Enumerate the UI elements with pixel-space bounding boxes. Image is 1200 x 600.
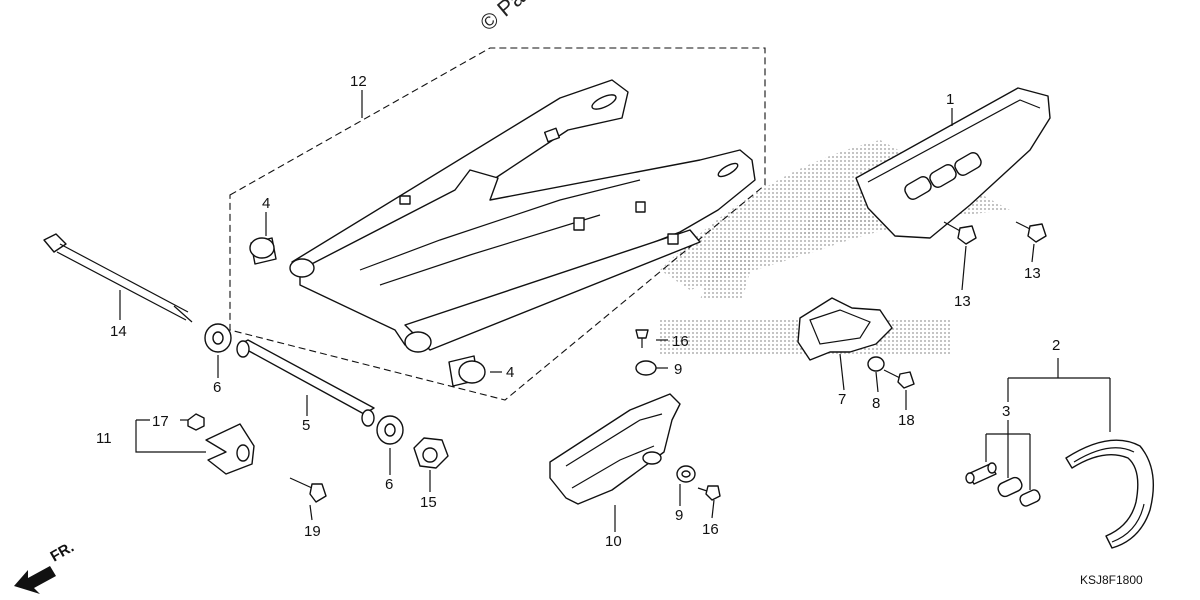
leader-lines	[119, 90, 1111, 532]
slider-washer-upper	[635, 360, 657, 376]
master-link-plate	[965, 462, 997, 485]
flange-bolt-19	[289, 477, 327, 503]
guide-collar	[867, 356, 885, 372]
chain-slider	[549, 393, 681, 505]
callout-9-upper: 9	[674, 361, 682, 378]
callout-9-lower: 9	[675, 507, 683, 524]
swingarm	[289, 79, 756, 353]
callout-8: 8	[872, 395, 880, 412]
pivot-nut	[413, 437, 449, 469]
slider-washer-lower	[676, 465, 696, 483]
dust-seal-upper	[204, 323, 232, 353]
front-direction-arrow: FR.	[14, 539, 77, 594]
pivot-bushing-upper	[249, 237, 277, 265]
callout-6-upper: 6	[213, 379, 221, 396]
callout-16-lower: 16	[702, 521, 719, 538]
callout-2: 2	[1052, 337, 1060, 354]
callout-14: 14	[110, 323, 127, 340]
callout-4-lower: 4	[506, 364, 514, 381]
chain-guard-clip	[205, 423, 255, 475]
callout-10: 10	[605, 533, 622, 550]
diagram-code: KSJ8F1800	[1080, 573, 1143, 587]
callout-15: 15	[420, 494, 437, 511]
callout-7: 7	[838, 391, 846, 408]
callout-1: 1	[946, 91, 954, 108]
slider-screw-upper	[635, 329, 649, 348]
copyright-watermark: © Pa	[475, 0, 529, 36]
front-label: FR.	[48, 539, 77, 566]
callout-16-upper: 16	[672, 333, 689, 350]
pivot-collar	[236, 339, 375, 427]
chain-cover-bolt-left	[943, 221, 977, 245]
clip-nut	[187, 413, 205, 431]
master-link-side-plate	[997, 476, 1023, 498]
callout-19: 19	[304, 523, 321, 540]
callout-3: 3	[1002, 403, 1010, 420]
callout-11: 11	[96, 430, 112, 447]
callout-6-lower: 6	[385, 476, 393, 493]
callout-13-left: 13	[954, 293, 971, 310]
swingarm-assembly-boundary	[229, 47, 766, 401]
chain-cover-bolt-right	[1015, 221, 1047, 243]
pivot-bolt	[43, 233, 193, 323]
chain-cover	[855, 87, 1051, 239]
callout-18: 18	[898, 412, 915, 429]
drive-chain	[1065, 439, 1155, 549]
slider-screw-lower	[697, 485, 721, 501]
pivot-bushing-lower	[448, 355, 486, 387]
callout-4-upper: 4	[262, 195, 270, 212]
master-link-clip	[1019, 489, 1041, 507]
callout-13-right: 13	[1024, 265, 1041, 282]
callout-5: 5	[302, 417, 310, 434]
dust-seal-lower	[376, 415, 404, 445]
callout-12: 12	[350, 73, 367, 90]
chain-guide-plate	[797, 297, 893, 361]
callout-17: 17	[152, 413, 169, 430]
guide-bolt	[883, 369, 915, 389]
